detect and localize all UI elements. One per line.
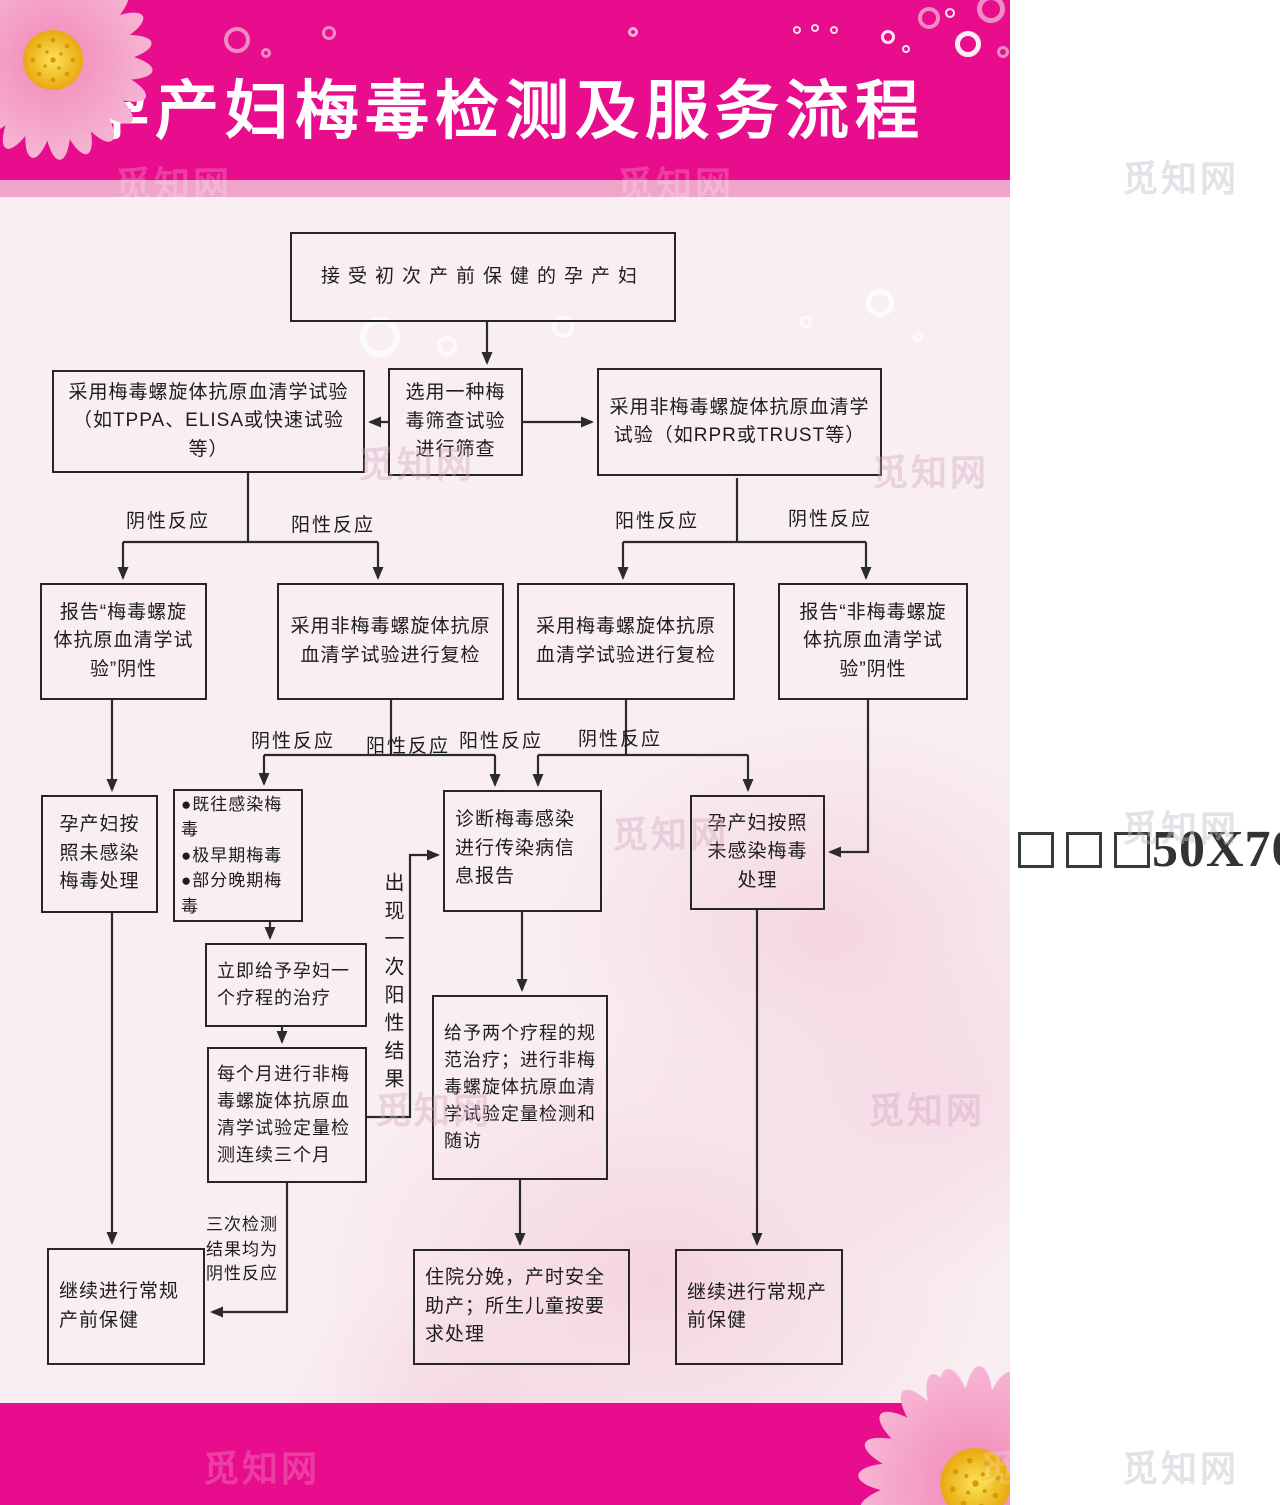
edge-label-negative: 阴性反应	[788, 509, 873, 530]
circle-decoration	[830, 26, 838, 34]
circle-decoration	[437, 336, 457, 356]
size-checkbox-square	[1018, 832, 1054, 868]
node-syphilis-types: ●既往感染梅毒 ●极早期梅毒 ●部分晚期梅毒	[173, 789, 303, 922]
circle-decoration	[800, 316, 812, 328]
footer-band	[0, 1403, 1010, 1505]
circle-decoration	[552, 316, 574, 338]
node-nontreponemal-recheck: 采用非梅毒螺旋体抗原血清学试验进行复检	[277, 583, 504, 700]
syphilis-type-item: ●部分晚期梅毒	[181, 871, 283, 916]
circle-decoration	[866, 289, 894, 317]
size-checkbox-square	[1066, 832, 1102, 868]
side-panel	[1010, 0, 1280, 1505]
node-select-screening: 选用一种梅毒筛查试验进行筛查	[388, 368, 523, 476]
circle-decoration	[902, 45, 910, 53]
header-strip	[0, 180, 1010, 197]
circle-decoration	[224, 27, 250, 53]
node-routine-care-right: 继续进行常规产前保健	[675, 1249, 843, 1365]
node-manage-uninfected-right: 孕产妇按照未感染梅毒处理	[690, 795, 825, 910]
circle-decoration	[881, 30, 895, 44]
edge-label-positive: 阳性反应	[615, 511, 700, 532]
circle-decoration	[913, 332, 923, 342]
flower-top-left	[0, 0, 153, 160]
flower-bottom-right	[858, 1366, 1010, 1505]
node-report-nontreponemal-negative: 报告“非梅毒螺旋体抗原血清学试验”阴性	[778, 583, 968, 700]
circle-decoration	[955, 31, 981, 57]
header-band	[0, 0, 1010, 180]
poster-main-area: 孕产妇梅毒检测及服务流程	[0, 0, 1010, 1505]
circle-decoration	[261, 48, 271, 58]
node-diagnose-report: 诊断梅毒感染进行传染病信息报告	[443, 790, 602, 912]
circle-decoration	[811, 24, 819, 32]
node-nontreponemal-test: 采用非梅毒螺旋体抗原血清学试验（如RPR或TRUST等）	[597, 368, 882, 476]
circle-decoration	[997, 46, 1009, 58]
syphilis-type-item: ●既往感染梅毒	[181, 794, 283, 840]
node-monthly-testing: 每个月进行非梅毒螺旋体抗原血清学试验定量检测连续三个月	[207, 1047, 367, 1183]
size-checkbox-square	[1114, 832, 1150, 868]
circle-decoration	[322, 26, 336, 40]
node-report-treponemal-negative: 报告“梅毒螺旋体抗原血清学试验”阴性	[40, 583, 207, 700]
node-hospital-delivery: 住院分娩，产时安全助产；所生儿童按要求处理	[413, 1249, 630, 1365]
edge-label-three-negative: 三次检测结果均为阴性反应	[206, 1215, 278, 1284]
node-immediate-treatment: 立即给予孕妇一个疗程的治疗	[205, 943, 367, 1027]
node-two-courses-treatment: 给予两个疗程的规范治疗；进行非梅毒螺旋体抗原血清学试验定量检测和随访	[432, 995, 608, 1180]
circle-decoration	[918, 7, 940, 29]
edge-label-negative: 阴性反应	[126, 511, 211, 532]
node-routine-care-left: 继续进行常规产前保健	[47, 1248, 205, 1365]
size-label: 50X70	[1152, 821, 1280, 878]
page-title: 孕产妇梅毒检测及服务流程	[85, 76, 925, 147]
edge-label-positive: 阳性反应	[459, 731, 544, 752]
circle-decoration	[977, 0, 1005, 23]
edge-label-positive: 阳性反应	[291, 515, 376, 536]
circle-decoration	[628, 27, 638, 37]
edge-label-negative: 阴性反应	[578, 729, 663, 750]
edge-label-negative: 阴性反应	[251, 731, 336, 752]
node-start: 接受初次产前保健的孕产妇	[290, 232, 676, 322]
circle-decoration	[793, 26, 801, 34]
circle-decoration	[360, 317, 400, 357]
node-treponemal-test: 采用梅毒螺旋体抗原血清学试验（如TPPA、ELISA或快速试验等）	[52, 370, 365, 473]
edge-label-once-positive: 出现一次阳性结果	[381, 872, 403, 1096]
node-manage-uninfected-left: 孕产妇按照未感染梅毒处理	[41, 795, 158, 913]
node-treponemal-recheck: 采用梅毒螺旋体抗原血清学试验进行复检	[517, 583, 735, 700]
edge-label-positive: 阳性反应	[366, 736, 451, 757]
circle-decoration	[945, 8, 955, 18]
syphilis-type-item: ●极早期梅毒	[181, 845, 283, 865]
